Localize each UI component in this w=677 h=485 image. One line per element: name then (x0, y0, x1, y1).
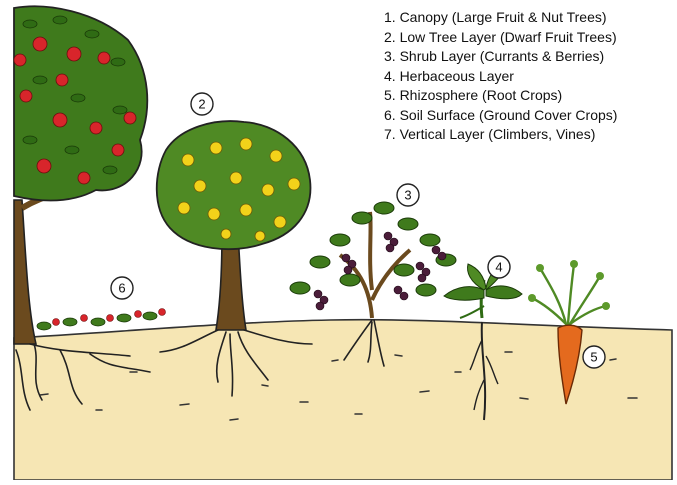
marker-3: 3 (397, 184, 419, 206)
marker-2: 2 (191, 93, 213, 115)
marker-3-label: 3 (404, 188, 411, 203)
canopy-foliage (14, 6, 147, 200)
legend-item: 5. Rhizosphere (Root Crops) (384, 86, 617, 106)
marker-6: 6 (111, 277, 133, 299)
marker-5-label: 5 (590, 350, 597, 365)
marker-2-label: 2 (198, 97, 205, 112)
legend-item: 7. Vertical Layer (Climbers, Vines) (384, 125, 617, 145)
legend-item: 6. Soil Surface (Ground Cover Crops) (384, 106, 617, 126)
marker-4-label: 4 (495, 260, 502, 275)
dwarf-foliage (157, 121, 311, 249)
layer-legend: 1. Canopy (Large Fruit & Nut Trees) 2. L… (384, 8, 617, 145)
marker-4: 4 (488, 256, 510, 278)
marker-5: 5 (583, 346, 605, 368)
legend-item: 2. Low Tree Layer (Dwarf Fruit Trees) (384, 28, 617, 48)
ground-cover-icon (37, 309, 166, 331)
legend-item: 3. Shrub Layer (Currants & Berries) (384, 47, 617, 67)
marker-6-label: 6 (118, 281, 125, 296)
legend-item: 1. Canopy (Large Fruit & Nut Trees) (384, 8, 617, 28)
legend-item: 4. Herbaceous Layer (384, 67, 617, 87)
